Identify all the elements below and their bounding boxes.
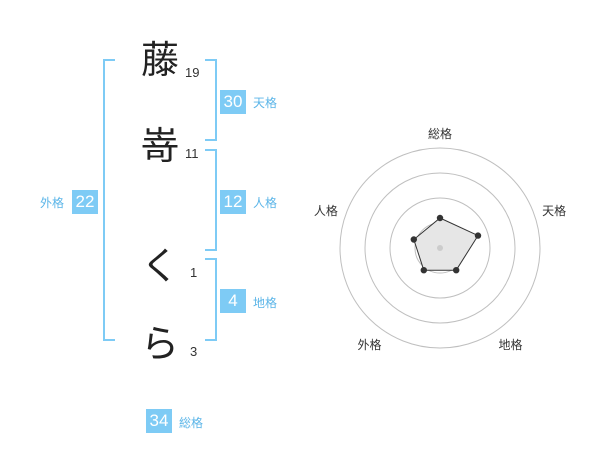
- gaikaku-bracket: [103, 59, 115, 341]
- radar-point-3: [453, 267, 460, 274]
- tenkaku-bracket: [205, 59, 217, 141]
- stroke-count-3: 1: [190, 265, 198, 280]
- jinkaku-bracket: [205, 149, 217, 251]
- chikaku-label: 地格: [253, 296, 278, 310]
- chikaku-value-badge: 4: [220, 289, 246, 313]
- stroke-count-1: 19: [185, 65, 200, 80]
- radar-axis-label-4: 外格: [357, 337, 381, 352]
- name-char-3: く: [140, 244, 179, 288]
- tenkaku-label: 天格: [253, 96, 278, 110]
- radar-grid-ring: [389, 197, 491, 299]
- gaikaku-value-badge: 22: [72, 190, 98, 214]
- stroke-count-2: 11: [185, 146, 199, 161]
- jinkaku-value-badge: 12: [220, 190, 246, 214]
- name-char-1: 藤: [140, 38, 179, 82]
- soukaku-label: 総格: [179, 416, 204, 430]
- radar-value-polygon: [413, 217, 479, 271]
- jinkaku-label: 人格: [253, 196, 278, 210]
- radar-point-2: [474, 232, 482, 239]
- radar-point-4: [420, 267, 427, 274]
- radar-axis-label-3: 地格: [498, 337, 522, 352]
- soukaku-value-badge: 34: [146, 409, 172, 433]
- radar-axis-label-2: 天格: [542, 203, 566, 218]
- stroke-count-4: 3: [190, 344, 198, 359]
- radar-grid-ring: [339, 147, 541, 349]
- radar-axis-label-1: 総格: [428, 126, 452, 141]
- radar-grid-ring: [364, 172, 516, 324]
- gaikaku-label: 外格: [40, 196, 65, 210]
- chikaku-bracket: [205, 258, 217, 341]
- radar-point-1: [436, 214, 444, 222]
- radar-axis-label-5: 人格: [314, 203, 338, 218]
- radar-point-5: [410, 236, 417, 243]
- name-char-2: 嵜: [140, 124, 179, 168]
- tenkaku-value-badge: 30: [220, 90, 246, 114]
- radar-center-dot: [437, 245, 443, 251]
- name-char-4: ら: [140, 322, 179, 366]
